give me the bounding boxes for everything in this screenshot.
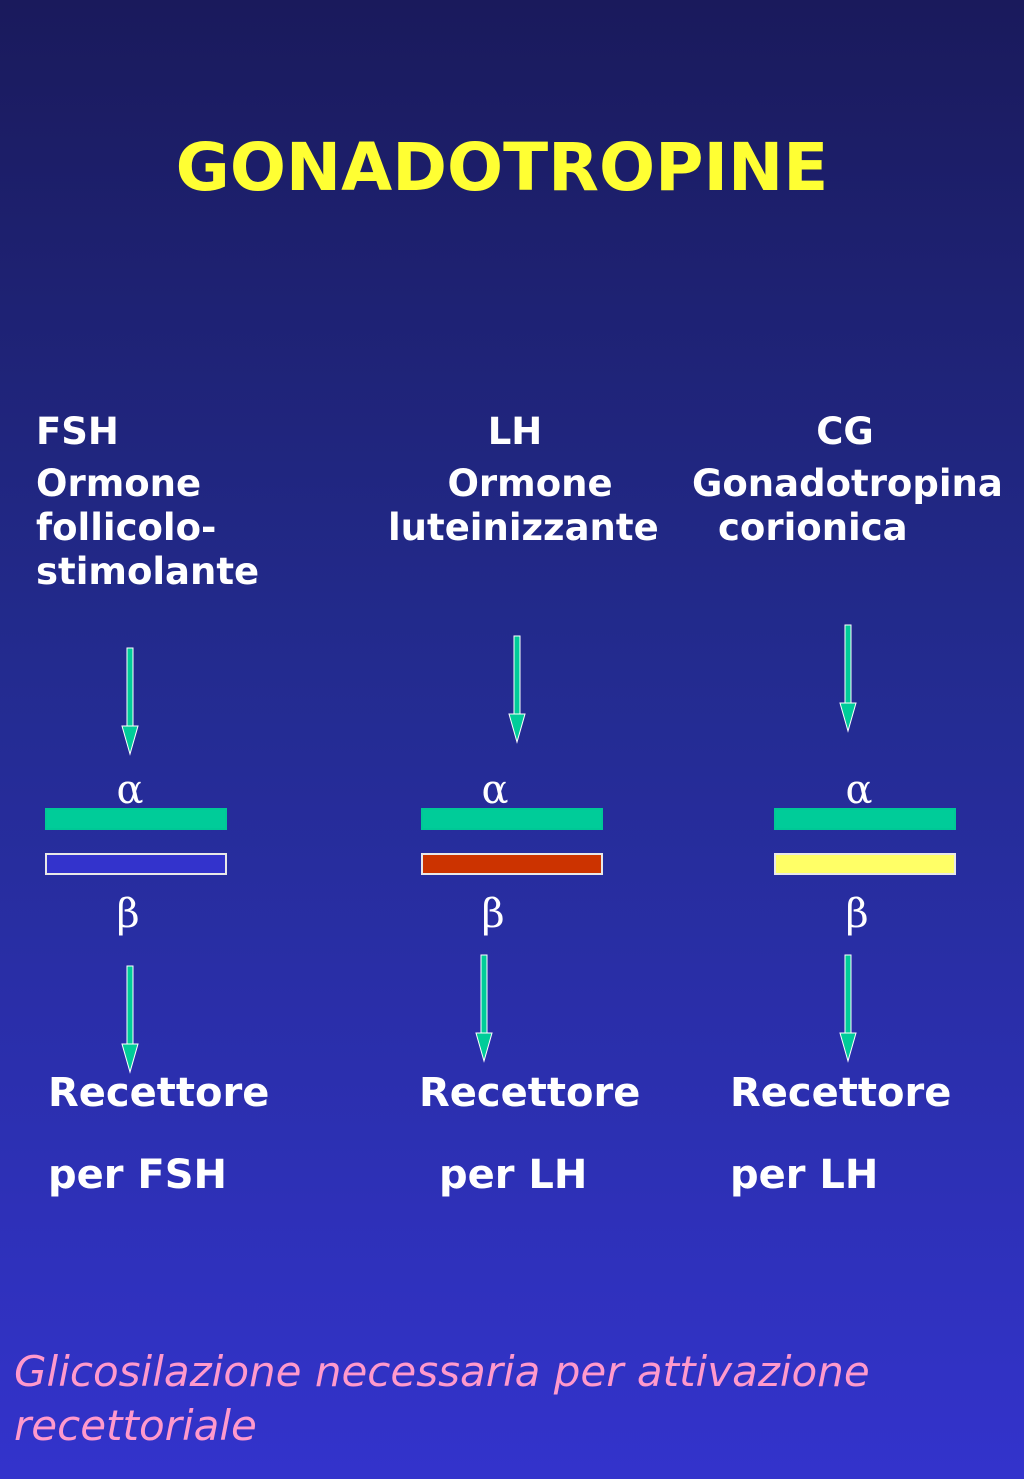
lh-alpha-subunit-bar bbox=[421, 808, 603, 830]
cg-beta-label: β bbox=[845, 891, 869, 937]
fsh-name-line3: stimolante bbox=[36, 550, 260, 593]
lh-beta-label: β bbox=[481, 891, 505, 937]
fsh-name-line1: Ormone bbox=[36, 462, 202, 505]
fsh-abbr: FSH bbox=[36, 410, 119, 453]
cg-receptor-line2: per LH bbox=[730, 1152, 879, 1198]
fsh-receptor-line2: per FSH bbox=[48, 1152, 228, 1198]
cg-receptor-line1: Recettore bbox=[730, 1070, 952, 1116]
cg-name-line2: corionica bbox=[718, 506, 908, 549]
footnote-line1: Glicosilazione necessaria per attivazion… bbox=[14, 1347, 870, 1396]
lh-receptor-line1: Recettore bbox=[419, 1070, 641, 1116]
footnote-line2: recettoriale bbox=[14, 1401, 257, 1450]
fsh-beta-label: β bbox=[116, 891, 140, 937]
fsh-alpha-label: α bbox=[116, 767, 144, 813]
lh-name-line2: luteinizzante bbox=[388, 506, 659, 549]
cg-alpha-subunit-bar bbox=[774, 808, 956, 830]
lh-beta-subunit-bar bbox=[421, 853, 603, 875]
fsh-alpha-subunit-bar bbox=[45, 808, 227, 830]
slide-title: GONADOTROPINE bbox=[175, 129, 829, 206]
cg-name-line1: Gonadotropina bbox=[692, 462, 1003, 505]
lh-receptor-line2: per LH bbox=[439, 1152, 588, 1198]
down-arrow-icon bbox=[839, 624, 857, 733]
fsh-receptor-line1: Recettore bbox=[48, 1070, 270, 1116]
lh-abbr: LH bbox=[487, 410, 543, 453]
down-arrow-icon bbox=[475, 954, 493, 1063]
fsh-beta-subunit-bar bbox=[45, 853, 227, 875]
lh-alpha-label: α bbox=[481, 767, 509, 813]
down-arrow-icon bbox=[121, 647, 139, 756]
down-arrow-icon bbox=[121, 965, 139, 1074]
down-arrow-icon bbox=[508, 635, 526, 744]
footnote: Glicosilazione necessaria per attivazion… bbox=[14, 1345, 1004, 1453]
cg-alpha-label: α bbox=[845, 767, 873, 813]
fsh-name-line2: follicolo- bbox=[36, 506, 217, 549]
cg-abbr: CG bbox=[816, 410, 874, 453]
lh-name-line1: Ormone bbox=[447, 462, 613, 505]
cg-beta-subunit-bar bbox=[774, 853, 956, 875]
down-arrow-icon bbox=[839, 954, 857, 1063]
